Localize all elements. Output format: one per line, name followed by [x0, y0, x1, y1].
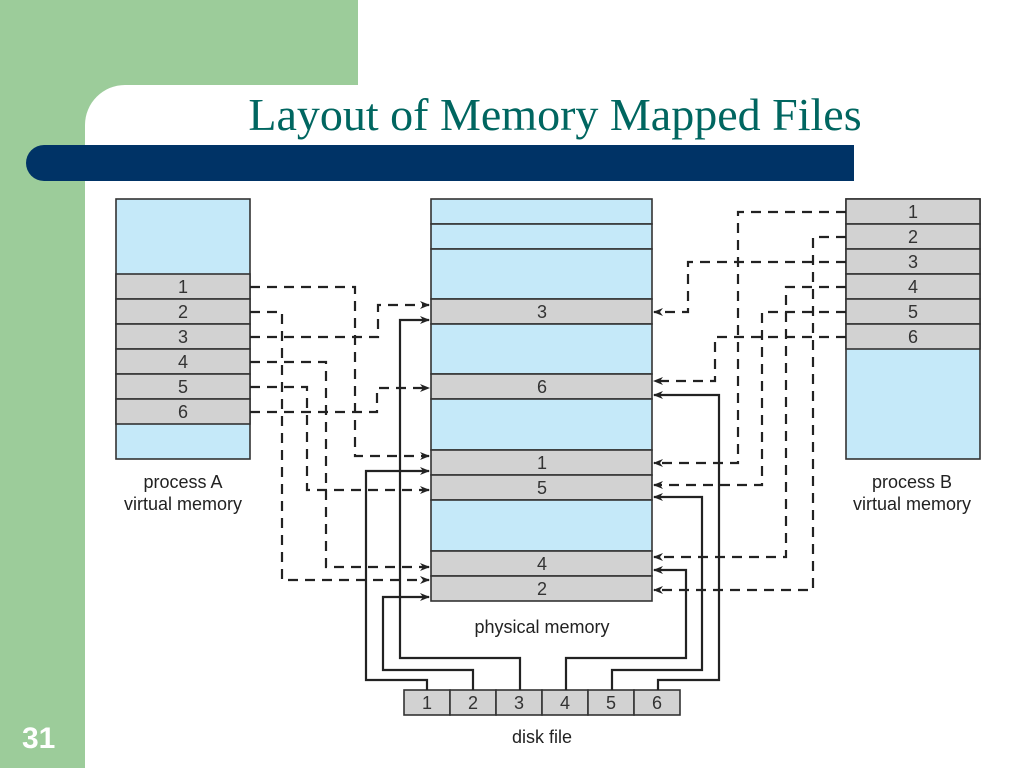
physical-frame-free: [430, 223, 653, 250]
physical-frame-free: [430, 323, 653, 375]
process-a-page: [115, 273, 251, 300]
disk-block-label: 3: [514, 693, 524, 713]
process-b-label-2: virtual memory: [853, 494, 971, 514]
physical-frame-page-6: [430, 373, 653, 400]
map-a2: [250, 310, 430, 584]
slide-number: 31: [22, 722, 56, 755]
process-b-page: [845, 323, 981, 350]
map-a5: [250, 385, 430, 494]
process-b-page-label: 5: [908, 302, 918, 322]
process-a-label-2: virtual memory: [124, 494, 242, 514]
map-b1: [653, 210, 846, 467]
disk-map-6: [653, 391, 721, 690]
map-b6: [653, 335, 846, 385]
physical-frame-free: [430, 248, 653, 300]
map-a1: [250, 285, 430, 460]
process-b-page-label: 3: [908, 252, 918, 272]
disk-map-5: [610, 493, 704, 690]
process-b-label-1: process B: [872, 472, 952, 492]
disk-block: [633, 689, 681, 716]
disk-block-label: 1: [422, 693, 432, 713]
physical-frame-page-3: [430, 298, 653, 325]
process-b-page: [845, 198, 981, 225]
process-a-page: [115, 323, 251, 350]
process-a-page-label: 4: [178, 352, 188, 372]
map-a6: [250, 384, 430, 414]
physical-frame-label: 1: [537, 453, 547, 473]
physical-frame-label: 6: [537, 377, 547, 397]
physical-frame-page-5: [430, 474, 653, 501]
disk-map-3: [398, 316, 522, 690]
process-a-page-label: 1: [178, 277, 188, 297]
process-b-page-label: 1: [908, 202, 918, 222]
process-b-page-label: 4: [908, 277, 918, 297]
map-a3: [250, 301, 430, 339]
process-a-page-label: 5: [178, 377, 188, 397]
physical-frame-page-2: [430, 575, 653, 602]
process-a-page-label: 6: [178, 402, 188, 422]
physical-frame-free: [430, 499, 653, 552]
title-underline-bar: [26, 145, 854, 181]
disk-block-label: 4: [560, 693, 570, 713]
map-b3: [653, 260, 846, 316]
physical-memory-label: physical memory: [474, 617, 609, 637]
map-a4: [250, 360, 430, 571]
process-a-page: [115, 373, 251, 400]
physical-frame-label: 4: [537, 554, 547, 574]
physical-frame-label: 5: [537, 478, 547, 498]
process-a-label-1: process A: [143, 472, 222, 492]
map-b4: [653, 285, 846, 561]
physical-frame-page-4: [430, 550, 653, 577]
disk-block-label: 6: [652, 693, 662, 713]
physical-frame-free: [430, 398, 653, 451]
physical-frame-free: [430, 198, 653, 225]
map-b2: [653, 235, 846, 594]
disk-map-2: [381, 593, 475, 690]
disk-file-label: disk file: [512, 727, 572, 747]
disk-map-1: [364, 467, 430, 690]
physical-frame-label: 2: [537, 579, 547, 599]
disk-block-label: 5: [606, 693, 616, 713]
disk-map-4: [564, 566, 688, 690]
process-b-page-label: 6: [908, 327, 918, 347]
process-a-page-label: 2: [178, 302, 188, 322]
physical-frame-page-1: [430, 449, 653, 476]
physical-frame-label: 3: [537, 302, 547, 322]
disk-block-label: 2: [468, 693, 478, 713]
process-b-page: [845, 248, 981, 275]
process-a-page-label: 3: [178, 327, 188, 347]
slide-title: Layout of Memory Mapped Files: [248, 89, 862, 140]
process-b-page-label: 2: [908, 227, 918, 247]
map-b5: [653, 310, 846, 489]
